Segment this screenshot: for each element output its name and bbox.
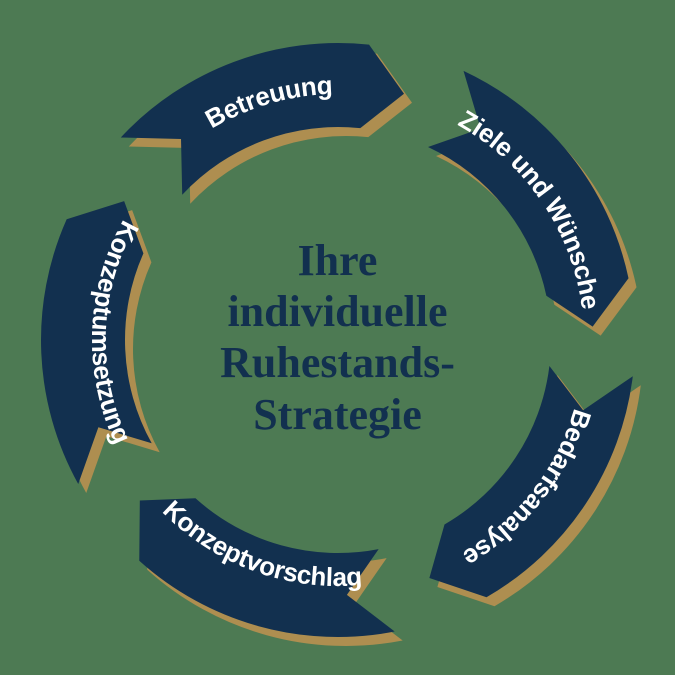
segment-layer[interactable] (41, 43, 633, 637)
segment-konzeptvorschlag[interactable] (139, 498, 395, 637)
segment-betreuung[interactable] (120, 43, 404, 195)
segment-bedarfsanalyse[interactable] (429, 365, 633, 598)
segment-konzeptumsetzung[interactable] (41, 201, 152, 484)
segment-ziele-und-wuensche[interactable] (428, 70, 629, 327)
segment-label-layer: Ziele und WünscheBedarfsanalyseKonzeptvo… (86, 70, 606, 592)
